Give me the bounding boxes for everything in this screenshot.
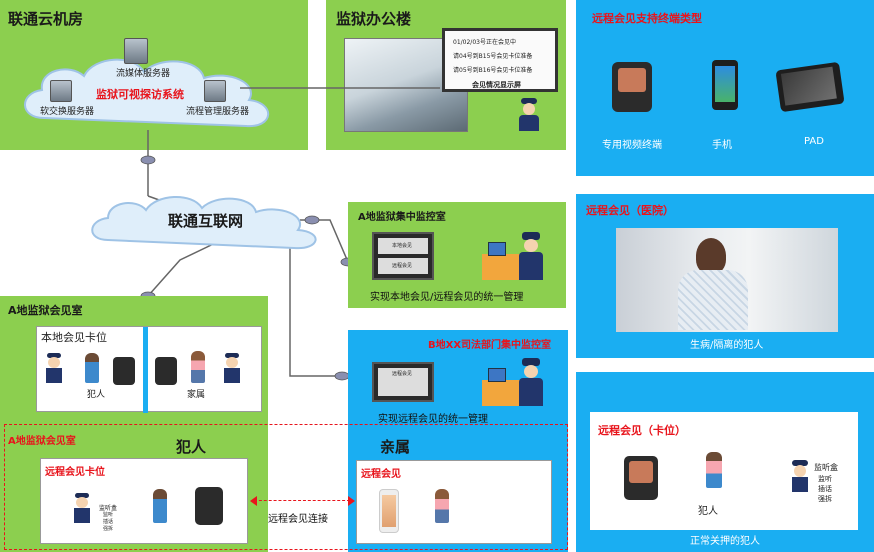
display-board: 01/02/03号正在会见中 请04号到B15号会见卡位准备 请05号到B16号… [442,28,558,92]
link-arrow [254,500,350,501]
video-terminal-icon [195,487,223,525]
screen-tile-label: 本地会见 [392,243,413,249]
office-title: 监狱办公楼 [336,10,412,28]
a-meeting-title: A地监狱会见室 [8,304,83,317]
cloud-icon [24,58,270,128]
server-label: 流媒体服务器 [116,69,171,79]
guard-icon [45,353,63,383]
guard-desk-icon [482,358,546,408]
guard-icon [790,460,810,492]
board-line: 请05号到B16号会见卡位准备 [453,67,533,74]
server-icon [50,80,72,102]
divider [143,327,148,413]
b-monitor-caption: 实现远程会见的统一管理 [378,414,488,425]
server-icon [124,38,148,64]
terminal-label: 专用视频终端 [602,140,662,151]
terminal-label: PAD [804,136,824,147]
server-label: 软交换服务器 [40,107,95,117]
remote-section-border [4,424,568,550]
booth-title: 远程会见（卡位） [598,424,686,437]
family-icon [191,351,205,383]
booth-caption: 正常关押的犯人 [690,536,760,547]
remote-left-title: A地监狱会见室 [8,436,76,447]
monitor-box-label: 监听 [103,512,114,518]
a-monitor-title: A地监狱集中监控室 [358,212,446,223]
monitor-box-label: 插话 [818,485,832,493]
arrow-right-head [348,496,355,506]
remote-meeting-panel: 远程会见 [356,460,552,544]
internet-cloud-icon [91,195,317,250]
video-terminal-icon [612,62,652,112]
monitor-box-label: 强拆 [103,526,114,532]
prisoner-icon [706,452,722,488]
terminal-label: 手机 [712,140,732,151]
screen-tile-label: 远程会见 [392,371,413,377]
family-icon [435,489,449,523]
b-monitor-title: B地XX司法部门集中监控室 [428,340,552,351]
prisoner-label: 犯人 [87,390,106,400]
remote-booth-panel: 远程会见卡位 监听盒 监听 插话 强拆 [40,458,248,544]
prisoner-icon [153,489,167,523]
phone-icon [712,60,738,110]
screen-tile-label: 远程会见 [392,263,413,269]
remote-booth-title: 远程会见卡位 [45,467,105,478]
a-monitor-caption: 实现本地会见/远程会见的统一管理 [370,292,524,303]
monitor-screen: 远程会见 [372,362,434,402]
terminals-title: 远程会见支持终端类型 [592,12,702,25]
family-header: 亲属 [380,438,411,456]
hospital-caption: 生病/隔离的犯人 [690,340,764,351]
hospital-panel: 远程会见（医院） 生病/隔离的犯人 [576,194,874,358]
prisoner-icon [85,353,99,383]
remote-meeting-title: 远程会见 [361,469,401,480]
booth-inner-panel: 远程会见（卡位） 犯人 监听盒 监听 插话 强拆 [590,412,858,530]
local-booth-title: 本地会见卡位 [41,331,107,344]
monitor-box-label: 强拆 [818,495,832,503]
monitor-screen: 本地会见 远程会见 [372,232,434,280]
server-label: 流程管理服务器 [186,107,250,117]
board-line: 01/02/03号正在会见中 [453,39,516,46]
monitor-box-label: 监听 [818,475,832,483]
prisoner-header: 犯人 [176,438,207,456]
video-terminal-icon [155,357,177,385]
link-label: 远程会见连接 [268,514,328,525]
office-panel: 监狱办公楼 01/02/03号正在会见中 请04号到B15号会见卡位准备 请05… [326,0,566,150]
board-line: 请04号到B15号会见卡位准备 [453,53,533,60]
family-label: 家属 [187,390,206,400]
booth-side-panel: 远程会见（卡位） 犯人 监听盒 监听 插话 强拆 正常关押的犯人 [576,372,874,552]
terminals-panel: 远程会见支持终端类型 专用视频终端 手机 PAD [576,0,874,176]
monitor-box-label: 监听盒 [99,505,118,512]
local-booth-panel: 本地会见卡位 犯人 家属 [36,326,262,413]
guard-icon [514,98,544,132]
prisoner-label: 犯人 [698,506,718,517]
video-terminal-icon [113,357,135,385]
server-icon [204,80,226,102]
cloud-room-title: 联通云机房 [8,10,84,28]
guard-icon [73,493,91,523]
arrow-left-head [250,496,257,506]
internet-label: 联通互联网 [168,212,244,230]
hospital-title: 远程会见（医院） [586,204,674,217]
a-monitor-panel: A地监狱集中监控室 本地会见 远程会见 实现本地会见/远程会见的统一管理 [348,202,566,308]
video-terminal-icon [624,456,658,500]
hospital-photo [616,228,838,332]
cloud-room-panel: 联通云机房 流媒体服务器 软交换服务器 流程管理服务器 监狱可视探访系统 [0,0,308,150]
guard-desk-icon [482,232,546,282]
phone-icon [379,489,399,533]
guard-icon [223,353,241,383]
monitor-box-label: 插话 [103,519,114,525]
monitor-box-label: 监听盒 [814,463,838,472]
board-caption: 会见情况显示屏 [472,81,521,89]
system-name: 监狱可视探访系统 [96,88,184,101]
